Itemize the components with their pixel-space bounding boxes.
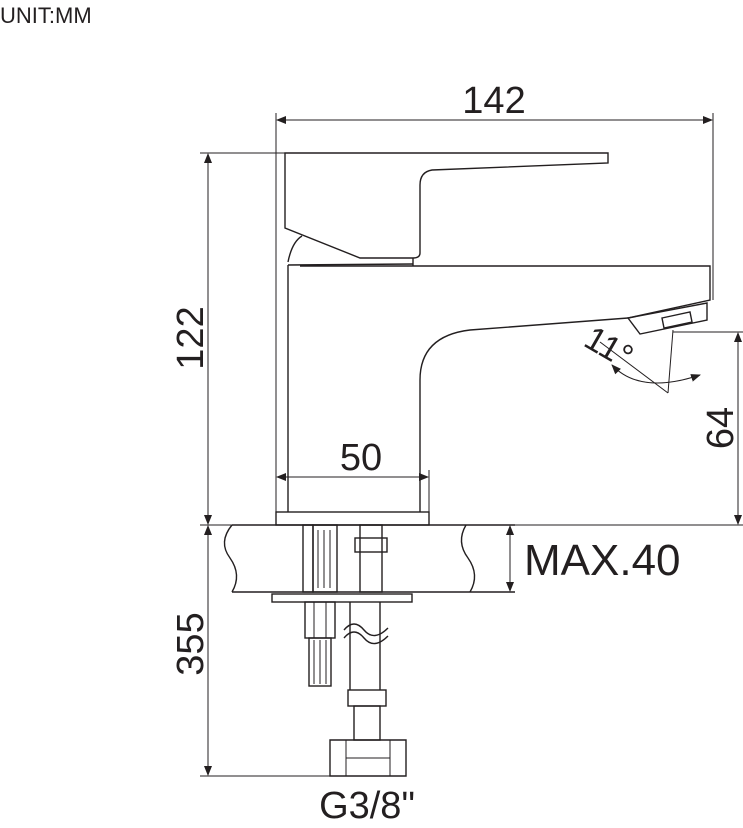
dimension-spout-angle: 11° xyxy=(578,319,701,394)
under-counter-fittings xyxy=(271,593,413,777)
dimension-width-total: 142 xyxy=(275,80,714,520)
aerator xyxy=(626,302,708,335)
connection-size-label: G3/8" xyxy=(319,785,415,827)
dimension-spout-height-label: 64 xyxy=(700,407,742,449)
deck-section xyxy=(223,524,515,593)
dimension-spout-angle-label: 11° xyxy=(578,319,639,376)
dimension-hose-length: 355 xyxy=(170,525,330,777)
dimension-deck-thickness-label: MAX.40 xyxy=(524,536,681,585)
dimension-base-width: 50 xyxy=(276,437,430,512)
dimension-hose-length-label: 355 xyxy=(170,612,212,675)
dimension-spout-height: 64 xyxy=(430,331,743,526)
dimension-height-total-label: 122 xyxy=(170,306,212,369)
dimension-deck-thickness: MAX.40 xyxy=(506,525,681,592)
unit-label: UNIT:MM xyxy=(0,3,92,28)
dimension-base-width-label: 50 xyxy=(340,437,382,479)
dimension-width-total-label: 142 xyxy=(462,80,525,122)
dimension-height-total: 122 xyxy=(170,152,285,526)
base-plate xyxy=(275,511,430,526)
handle-lever xyxy=(284,152,609,259)
